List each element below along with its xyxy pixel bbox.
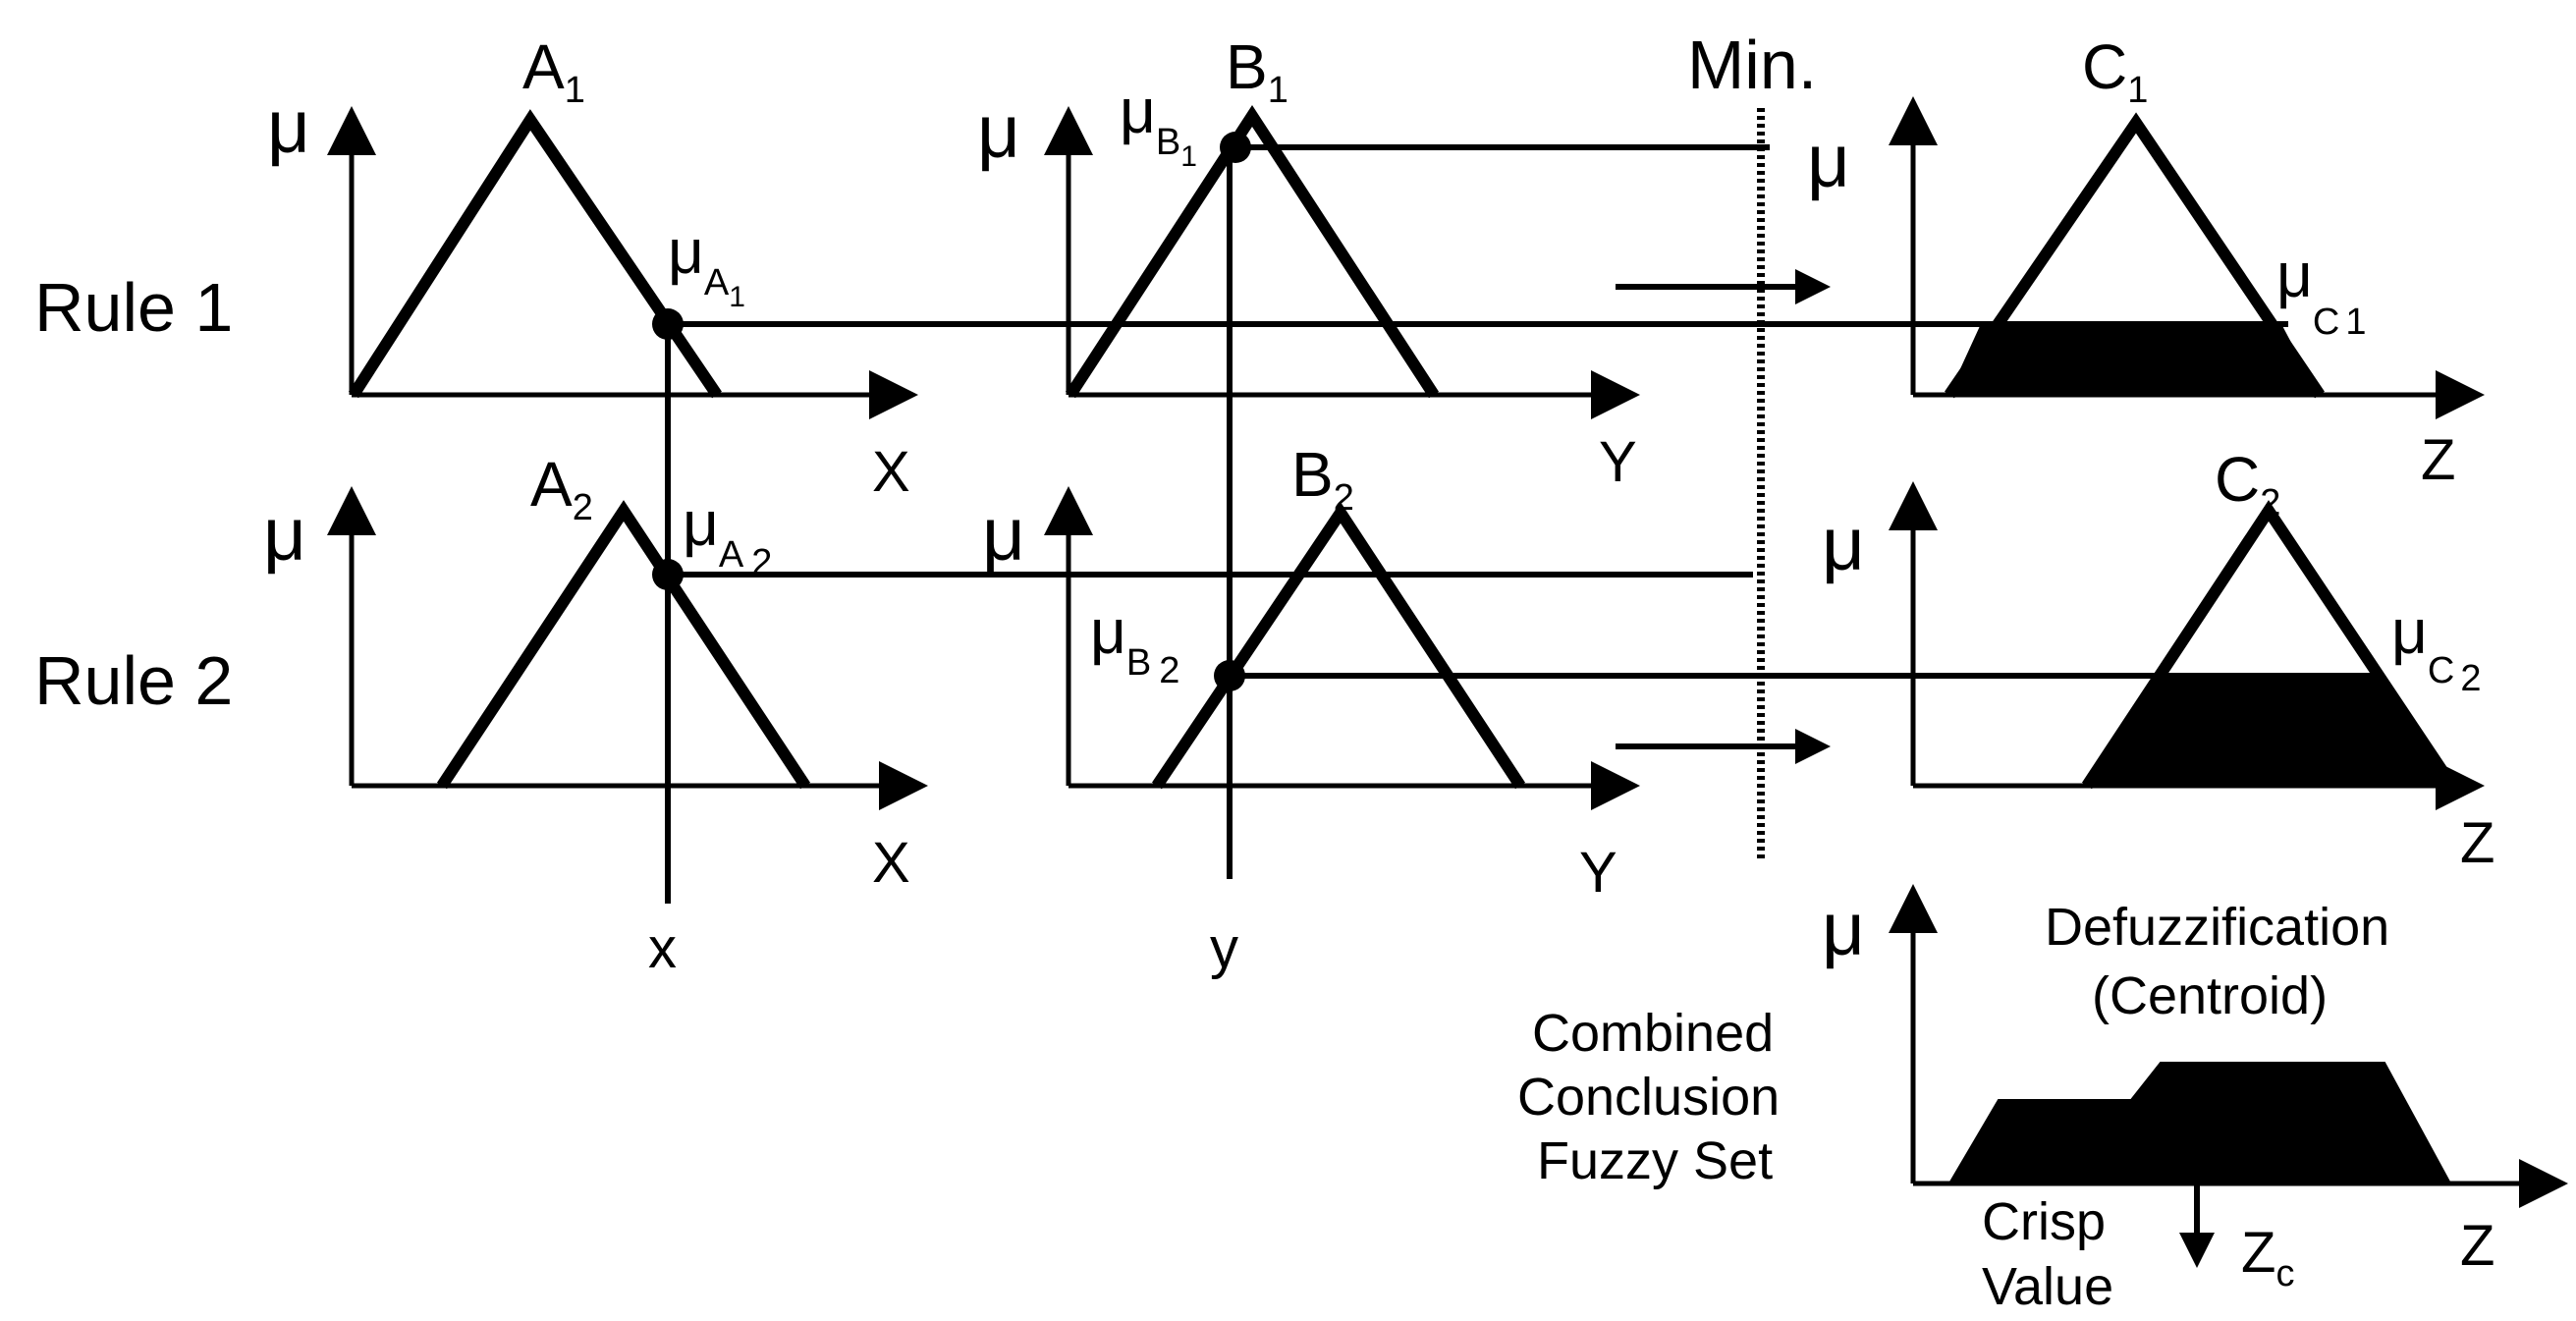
- b2-membership-triangle: [1152, 502, 1526, 790]
- c2-set-label: C2: [2215, 444, 2280, 523]
- c2-mu-label: μ: [1822, 503, 1865, 586]
- a2-x-axis-label: X: [872, 831, 910, 895]
- defuzz-z-axis-label: Z: [2460, 1214, 2494, 1278]
- panel-b1: μ B1 Y μB1: [977, 31, 1640, 494]
- defuzz-title-line2: (Centroid): [2092, 966, 2328, 1025]
- min-label: Min.: [1687, 27, 1817, 103]
- a2-set-label: A2: [530, 449, 593, 528]
- b1-set-label: B1: [1226, 31, 1288, 111]
- a1-mu-label: μ: [267, 85, 310, 169]
- c1-z-axis-label: Z: [2421, 428, 2455, 492]
- b1-mu-label: μ: [977, 90, 1020, 174]
- mu-b1-label: μB1: [1120, 76, 1197, 173]
- a2-membership-triangle: [436, 500, 811, 790]
- combined-line1: Combined: [1532, 1004, 1774, 1063]
- c1-clipped-area: [1947, 323, 2320, 396]
- defuzz-title-line1: Defuzzification: [2045, 898, 2389, 957]
- c1-mu-label: μ: [1807, 120, 1850, 203]
- c2-z-axis-label: Z: [2460, 811, 2494, 875]
- b2-set-label: B2: [1291, 439, 1354, 519]
- combined-line3: Fuzzy Set: [1537, 1131, 1773, 1190]
- b1-membership-triangle: [1065, 105, 1440, 399]
- b1-y-axis-label: Y: [1599, 430, 1637, 494]
- zc-label: Zc: [2241, 1221, 2294, 1294]
- defuzz-mu-label: μ: [1822, 888, 1865, 971]
- combined-line2: Conclusion: [1517, 1068, 1780, 1127]
- a1-x-axis-label: X: [872, 440, 910, 504]
- input-y-label: y: [1210, 916, 1238, 980]
- c2-membership-triangle: [2081, 500, 2457, 790]
- panel-defuzzification: μ Defuzzification (Centroid) Z Combined …: [1517, 884, 2568, 1316]
- crisp-line2: Value: [1982, 1257, 2113, 1316]
- b2-y-axis-label: Y: [1579, 841, 1617, 905]
- input-x-label: x: [648, 916, 677, 980]
- mu-a1-label: μA1: [668, 216, 745, 313]
- a1-membership-triangle: [348, 109, 722, 399]
- c1-set-label: C1: [2082, 31, 2148, 111]
- c1-membership-triangle: [1945, 112, 2325, 399]
- crisp-line1: Crisp: [1982, 1192, 2106, 1251]
- a2-mu-label: μ: [263, 493, 306, 577]
- b2-mu-label: μ: [982, 493, 1025, 577]
- rule-1-label: Rule 1: [34, 269, 233, 346]
- rule-2-label: Rule 2: [34, 642, 233, 719]
- a1-set-label: A1: [522, 31, 585, 111]
- rule1-b1-intersection-dot: [1220, 132, 1251, 163]
- panel-a1: μ A1 X μA1: [267, 31, 918, 504]
- combined-fuzzy-set-area: [1947, 1062, 2452, 1184]
